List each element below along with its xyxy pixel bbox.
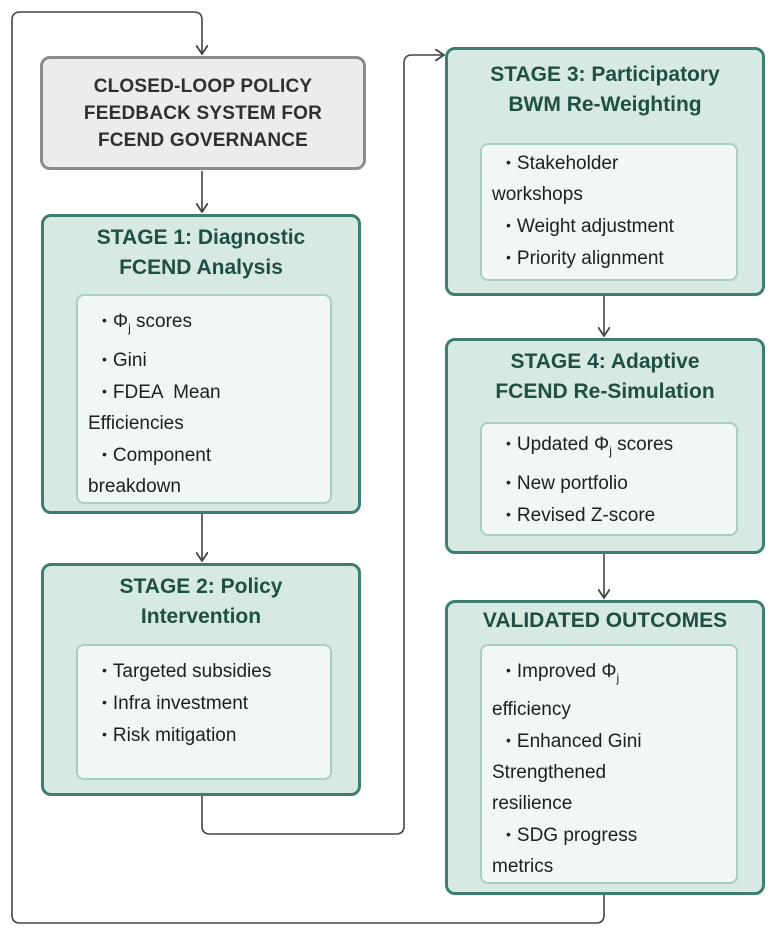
- outcomes-item-continuation: resilience: [492, 792, 573, 814]
- stage4-item-zscore: • Revised Z-score: [492, 499, 726, 531]
- subscript: j: [616, 670, 620, 685]
- stage1-item-text: Φ: [112, 311, 129, 332]
- stage4-title-line1: STAGE 4: Adaptive: [510, 350, 700, 373]
- bullet-icon: •: [102, 694, 107, 710]
- bullet-icon: •: [506, 662, 511, 678]
- bullet-icon: •: [102, 662, 107, 678]
- stage4-item-text: New portfolio: [516, 472, 628, 494]
- stage4-item-text: Updated Φ: [516, 434, 610, 455]
- outcomes-content-panel: • Improved Φj efficiency • Enhanced Gini S…: [480, 644, 738, 884]
- system-title-line2: FEEDBACK SYSTEM FOR: [83, 102, 323, 124]
- stage3-item-text: Weight adjustment: [516, 216, 674, 237]
- outcomes-item-continuation: Strengthened: [492, 761, 607, 783]
- bullet-icon: •: [506, 473, 511, 490]
- system-title: CLOSED-LOOP POLICY FEEDBACK SYSTEM FOR F…: [84, 73, 322, 154]
- bullet-icon: •: [102, 350, 107, 367]
- stage2-item-text: Risk mitigation: [112, 725, 237, 746]
- system-title-box: CLOSED-LOOP POLICY FEEDBACK SYSTEM FOR F…: [40, 56, 366, 170]
- stage1-title-line1: STAGE 1: Diagnostic: [96, 226, 306, 249]
- stage3-item-stakeholder: • Stakeholder workshops: [492, 147, 726, 210]
- subscript: j: [128, 320, 131, 335]
- stage4-content-panel: • Updated Φj scores • New portfolio • Revis…: [480, 422, 738, 536]
- stage2-title-line2: Intervention: [140, 605, 262, 628]
- stage4-item-text-after: scores: [611, 434, 674, 455]
- stage1-box: STAGE 1: Diagnostic FCEND Analysis • Φj s…: [41, 214, 361, 514]
- stage1-content-panel: • Φj scores • Gini • FDEA Mean Efficiencies…: [76, 294, 332, 504]
- outcomes-item-continuation: efficiency: [492, 698, 571, 720]
- outcomes-item-sdg: • SDG progress metrics: [492, 819, 726, 882]
- outcomes-item-text: Enhanced Gini: [516, 730, 642, 752]
- bullet-icon: •: [506, 435, 511, 451]
- stage2-item-infra: • Infra investment: [88, 687, 320, 719]
- feedback-loop-arrow: [11, 11, 605, 924]
- stage2-title-line1: STAGE 2: Policy: [119, 575, 283, 598]
- outcomes-title-text: VALIDATED OUTCOMES: [482, 609, 728, 632]
- stage1-item-text-after: scores: [130, 311, 192, 332]
- outcomes-item-continuation: metrics: [492, 855, 554, 877]
- arrow-stage2-to-stage3: [201, 55, 443, 835]
- stage1-item-text: Gini: [112, 349, 147, 371]
- system-title-line3: FCEND GOVERNANCE: [97, 129, 309, 151]
- stage4-title: STAGE 4: Adaptive FCEND Re-Simulation: [448, 347, 762, 407]
- stage3-title-line2: BWM Re-Weighting: [508, 93, 702, 116]
- stage2-content-panel: • Targeted subsidies • Infra investment • R…: [76, 644, 332, 780]
- bullet-icon: •: [102, 445, 107, 462]
- stage4-title-line2: FCEND Re-Simulation: [495, 380, 715, 403]
- bullet-icon: •: [102, 312, 107, 328]
- outcomes-title: VALIDATED OUTCOMES: [448, 606, 762, 636]
- bullet-icon: •: [506, 217, 511, 233]
- bullet-icon: •: [506, 505, 511, 522]
- stage1-item-text: Component: [112, 444, 212, 466]
- stage1-item-continuation: Efficiencies: [88, 412, 184, 434]
- outcomes-item-text: SDG progress: [516, 824, 638, 846]
- bullet-icon: •: [506, 825, 511, 842]
- stage1-title: STAGE 1: Diagnostic FCEND Analysis: [44, 223, 358, 283]
- stage1-item-phi-scores: • Φj scores: [88, 305, 320, 344]
- outcomes-item-phi: • Improved Φj efficiency: [492, 655, 726, 725]
- stage2-box: STAGE 2: Policy Intervention • Targeted s…: [41, 563, 361, 796]
- stage3-box: STAGE 3: Participatory BWM Re-Weighting …: [445, 47, 765, 296]
- bullet-icon: •: [506, 731, 511, 748]
- outcomes-item-text: Improved Φ: [516, 661, 617, 682]
- stage4-box: STAGE 4: Adaptive FCEND Re-Simulation • U…: [445, 338, 765, 554]
- stage1-item-component: • Component breakdown: [88, 439, 320, 502]
- stage4-item-text: Revised Z-score: [516, 504, 656, 526]
- subscript: j: [609, 443, 612, 458]
- stage3-item-text: Priority alignment: [516, 248, 664, 269]
- outcomes-box: VALIDATED OUTCOMES • Improved Φj efficien…: [445, 600, 765, 895]
- stage3-item-weight: • Weight adjustment: [492, 210, 726, 242]
- stage2-item-risk: • Risk mitigation: [88, 719, 320, 751]
- stage1-title-line2: FCEND Analysis: [119, 256, 283, 279]
- stage2-title: STAGE 2: Policy Intervention: [44, 572, 358, 632]
- stage3-title: STAGE 3: Participatory BWM Re-Weighting: [448, 60, 762, 120]
- outcomes-item-gini: • Enhanced Gini Strengthened resilience: [492, 725, 726, 819]
- stage3-item-text: Stakeholder: [516, 153, 619, 174]
- stage2-item-text: Targeted subsidies: [112, 661, 272, 682]
- stage3-content-panel: • Stakeholder workshops • Weight adjustmen…: [480, 143, 738, 281]
- bullet-icon: •: [506, 249, 511, 265]
- bullet-icon: •: [102, 726, 107, 742]
- stage4-item-portfolio: • New portfolio: [492, 467, 726, 499]
- stage3-item-priority: • Priority alignment: [492, 242, 726, 274]
- stage2-item-text: Infra investment: [112, 693, 249, 714]
- bullet-icon: •: [506, 154, 511, 170]
- stage3-title-line1: STAGE 3: Participatory: [490, 63, 720, 86]
- stage3-item-continuation: workshops: [492, 184, 583, 205]
- stage1-item-continuation: breakdown: [88, 475, 181, 497]
- system-title-line1: CLOSED-LOOP POLICY: [93, 75, 313, 97]
- stage4-item-updated-phi: • Updated Φj scores: [492, 428, 726, 467]
- stage1-item-text: FDEA Mean: [112, 381, 221, 403]
- stage2-item-subsidies: • Targeted subsidies: [88, 655, 320, 687]
- stage1-item-gini: • Gini: [88, 344, 320, 376]
- stage1-item-fdea: • FDEA Mean Efficiencies: [88, 376, 320, 439]
- bullet-icon: •: [102, 382, 107, 399]
